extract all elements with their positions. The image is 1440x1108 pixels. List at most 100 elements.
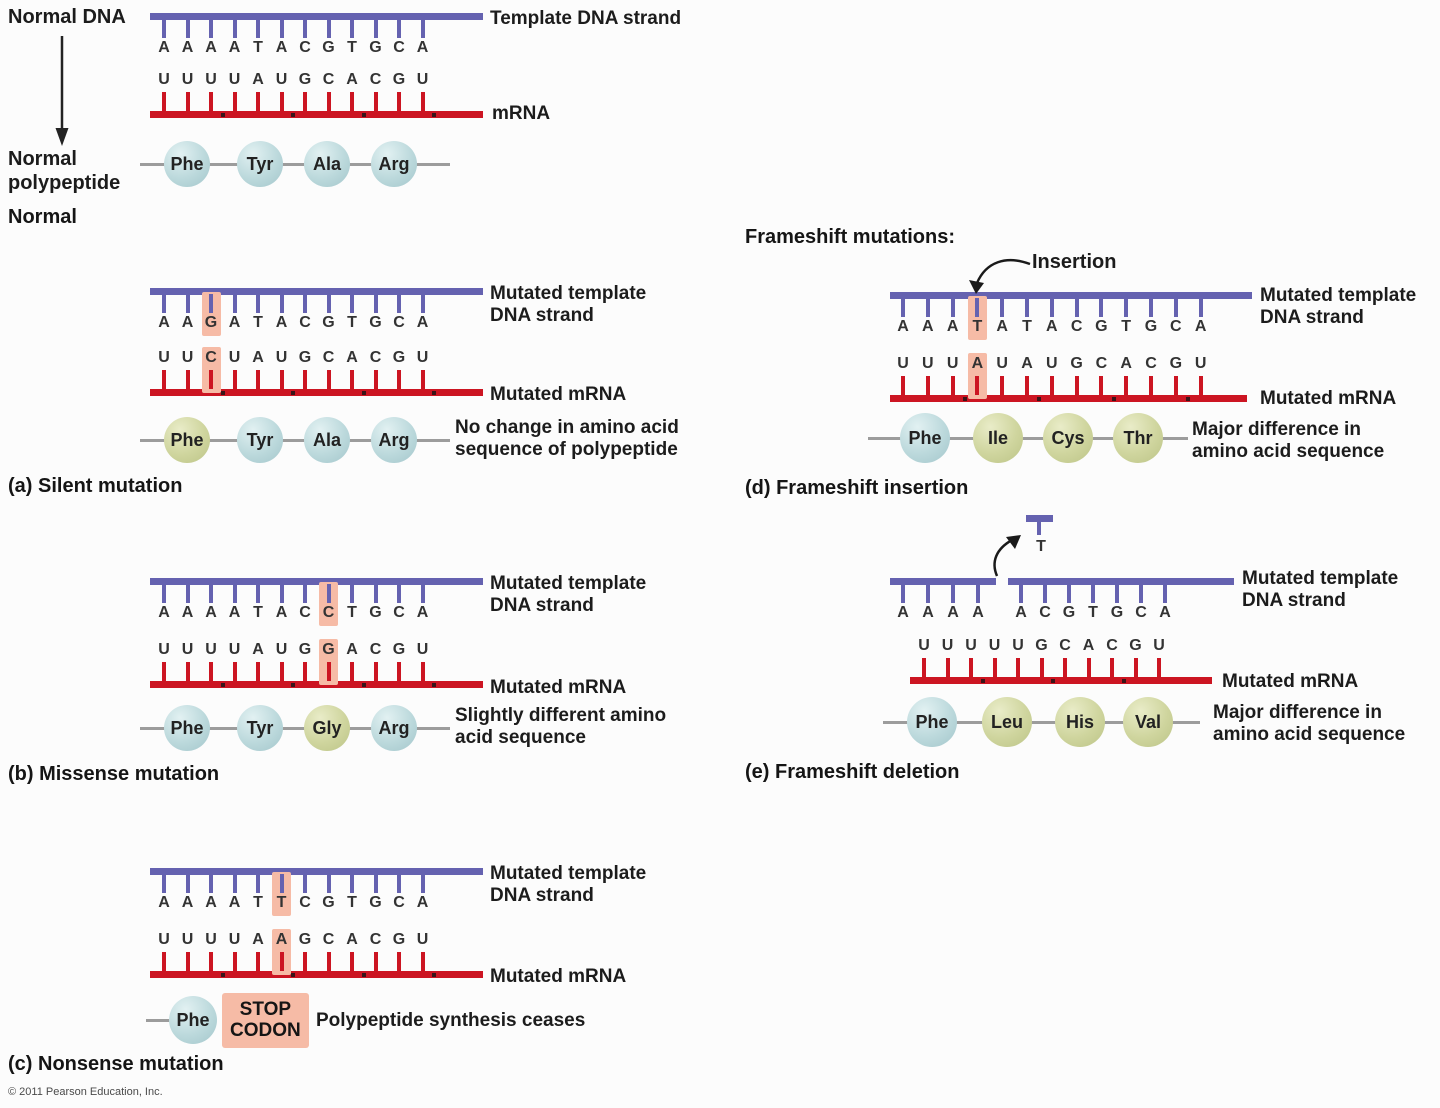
missense-note: Slightly different amino acid sequence	[455, 705, 667, 749]
deletion-mrna-label: Mutated mRNA	[1222, 671, 1359, 692]
normal-flow-arrow	[55, 36, 69, 146]
dna-tick	[350, 874, 354, 893]
amino-acid-tyr: Tyr	[237, 141, 283, 187]
mrna-base: C	[369, 71, 382, 88]
polypeptide-backbone	[146, 1018, 197, 1022]
dna-tick	[232, 584, 237, 603]
dna-base: G	[322, 39, 335, 56]
dna-base: T	[972, 318, 983, 335]
template-dna-strand-bar	[150, 13, 483, 20]
mrna-base: A	[346, 349, 358, 366]
dna-tick	[373, 294, 378, 313]
mrna-base: A	[346, 71, 358, 88]
polypeptide-backbone	[883, 720, 1200, 724]
mrna-strand-bar	[150, 389, 483, 396]
mrna-tick	[1149, 376, 1153, 395]
dna-base: C	[299, 894, 311, 911]
mrna-base: C	[1106, 637, 1118, 654]
mrna-tick	[185, 952, 190, 971]
stop-codon-box: STOP CODON	[222, 993, 309, 1048]
mrna-base: U	[228, 641, 241, 658]
codon-boundary-dot	[1111, 396, 1116, 401]
deletion-dna-strand-label: Mutated template DNA strand	[1242, 568, 1399, 612]
dna-base: A	[181, 39, 194, 56]
amino-acid-arg: Arg	[371, 705, 417, 751]
polypeptide-backbone	[140, 438, 450, 442]
dna-base: A	[275, 39, 288, 56]
dna-tick	[1198, 298, 1203, 317]
dna-base: A	[416, 604, 429, 621]
codon-boundary-dot	[291, 112, 296, 117]
dna-base: G	[369, 604, 382, 621]
dna-base: C	[1039, 604, 1051, 621]
dna-base: C	[1170, 318, 1182, 335]
mrna-base: U	[1046, 355, 1058, 372]
dna-tick	[326, 584, 331, 603]
dna-tick	[209, 19, 213, 38]
mrna-base: U	[922, 355, 934, 372]
mrna-tick	[975, 376, 980, 395]
dna-tick	[1173, 298, 1178, 317]
dna-tick	[976, 584, 980, 603]
amino-acid-phe: Phe	[164, 417, 210, 463]
codon-boundary-dot	[291, 390, 296, 395]
codon-boundary-dot	[220, 682, 225, 687]
dna-base: G	[1062, 604, 1076, 621]
mrna-tick	[256, 952, 260, 971]
mrna-base: U	[228, 931, 241, 948]
amino-acid-phe: Phe	[900, 413, 950, 463]
mrna-tick	[326, 952, 331, 971]
dna-base: G	[369, 894, 382, 911]
polypeptide-backbone	[140, 726, 450, 730]
polypeptide-backbone	[140, 162, 450, 166]
removed-base-letter: T	[1036, 538, 1046, 555]
dna-base: C	[322, 604, 335, 621]
codon-boundary-dot	[220, 972, 225, 977]
dna-tick	[1000, 298, 1005, 317]
dna-tick	[279, 584, 284, 603]
template-dna-strand-bar	[1008, 578, 1234, 585]
mrna-base: A	[252, 931, 264, 948]
dna-tick	[1049, 298, 1054, 317]
mrna-tick	[185, 92, 190, 111]
dna-base: T	[347, 894, 357, 911]
dna-base: G	[322, 314, 335, 331]
mrna-base: U	[941, 637, 954, 654]
mrna-tick	[279, 370, 284, 389]
dna-tick	[1074, 298, 1079, 317]
mrna-tick	[232, 92, 237, 111]
dna-tick	[279, 19, 284, 38]
dna-tick	[1124, 298, 1129, 317]
mrna-base: U	[275, 641, 288, 658]
mrna-base: A	[346, 641, 358, 658]
codon-boundary-dot	[1186, 396, 1191, 401]
mrna-base: A	[252, 641, 264, 658]
codon-boundary-dot	[432, 972, 437, 977]
dna-tick	[256, 19, 260, 38]
dna-base: A	[228, 39, 241, 56]
mrna-base: G	[1035, 637, 1048, 654]
mrna-tick	[925, 376, 930, 395]
mrna-base: G	[298, 349, 312, 366]
mrna-tick	[1025, 376, 1029, 395]
mrna-base: G	[1169, 355, 1183, 372]
mrna-tick	[1049, 376, 1054, 395]
codon-boundary-dot	[291, 682, 296, 687]
mrna-tick	[1016, 658, 1020, 677]
mutation-highlight	[319, 582, 338, 626]
dna-tick	[162, 294, 166, 313]
template-dna-strand-bar	[890, 578, 996, 585]
mrna-base: U	[181, 349, 194, 366]
mrna-base: A	[971, 355, 984, 372]
dna-base: G	[1144, 318, 1158, 335]
mrna-tick	[373, 662, 378, 681]
mrna-base: U	[158, 641, 170, 658]
mutation-highlight	[272, 872, 291, 916]
mrna-base: U	[1012, 637, 1024, 654]
amino-acid-leu: Leu	[982, 697, 1032, 747]
mrna-tick	[397, 92, 401, 111]
dna-tick	[162, 19, 166, 38]
